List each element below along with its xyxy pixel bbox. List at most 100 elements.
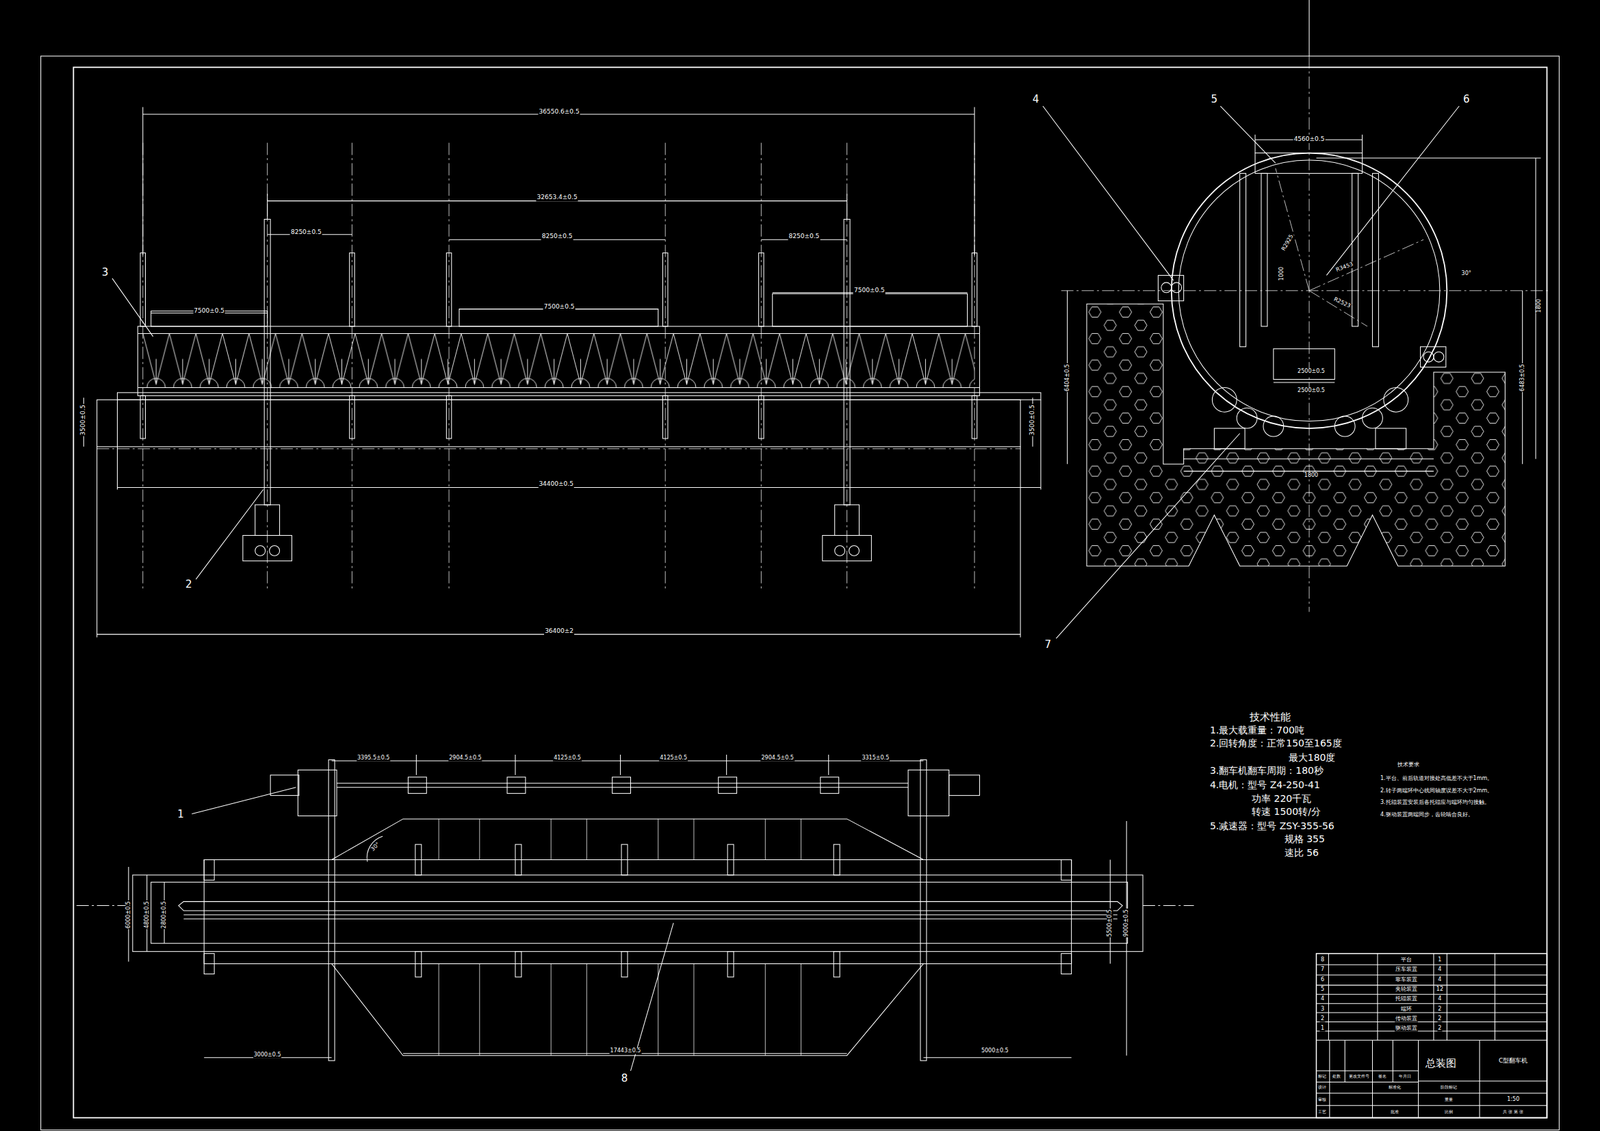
spec-text: 2.回转角度：正常150至165度	[1209, 738, 1343, 749]
spec-text: 4.电机：型号 Z4-250-41	[1209, 780, 1321, 791]
dimension-text: 2800±0.5	[161, 901, 168, 931]
spec-text: 规格 355	[1283, 834, 1326, 845]
title-block-cell: 阶段标记	[1439, 1085, 1458, 1091]
dimension-text: 5500±0.5	[1107, 909, 1114, 939]
dimension-text: 4800±0.5	[143, 901, 150, 931]
note-text: 4.驱动装置两端同步，齿轮啮合良好。	[1379, 812, 1475, 819]
callout-number: 5	[1210, 93, 1219, 105]
dimension-text: R2523	[1331, 296, 1352, 311]
dimension-text: 9000±0.5	[1123, 909, 1130, 939]
title-block-cell: 传动装置	[1394, 1016, 1418, 1023]
spec-text: 最大180度	[1287, 752, 1337, 764]
spec-text: 5.减速器：型号 ZSY-355-56	[1209, 821, 1336, 832]
title-block-cell: 驱动装置	[1394, 1025, 1418, 1032]
title-block-cell: 12	[1435, 986, 1444, 993]
spec-text: 3.翻车机翻车周期：180秒	[1209, 766, 1325, 777]
title-block-cell: 托辊装置	[1394, 996, 1418, 1003]
dimension-text: R3453	[1335, 261, 1356, 274]
title-block-cell: 年月日	[1398, 1074, 1412, 1080]
title-block-cell: 4	[1437, 966, 1442, 974]
title-block-cell: 6	[1320, 976, 1325, 983]
dimension-text: 1000	[1278, 265, 1285, 281]
title-block-cell: 重量	[1443, 1097, 1454, 1103]
title-block-cell: 4	[1320, 996, 1325, 1003]
dimension-text: 6000±0.5	[125, 901, 132, 931]
spec-text: 技术性能	[1248, 711, 1292, 724]
title-block-cell: 端环	[1400, 1005, 1413, 1013]
title-block-cell: 标记	[1317, 1074, 1327, 1080]
dimension-text: 6483±0.5	[1519, 363, 1526, 393]
dimension-text: 30°	[1461, 270, 1473, 277]
title-block-cell: 设计	[1317, 1085, 1327, 1091]
title-block-cell: 7	[1320, 966, 1325, 974]
title-block-cell: 处数	[1331, 1074, 1342, 1080]
title-block-cell: 审核	[1317, 1097, 1327, 1103]
dimension-text: 3000±0.5	[253, 1051, 282, 1058]
spec-text: 1.最大载重量：700吨	[1209, 725, 1306, 736]
dimension-text: 7500±0.5	[192, 307, 226, 315]
dimension-text: 6404±0.5	[1064, 363, 1071, 393]
dimension-text: 36400±2	[544, 628, 575, 636]
dimension-text: 34400±0.5	[537, 481, 574, 488]
title-block-cell: 1	[1320, 1025, 1325, 1032]
dimension-text: 3500±0.5	[80, 404, 87, 437]
title-block-cell: 签名	[1377, 1074, 1388, 1080]
title-block-cell: 压车装置	[1394, 966, 1418, 974]
dimension-text: 4560±0.5	[1293, 136, 1326, 144]
dimension-text: 1800	[1535, 298, 1542, 314]
title-block-cell: 4	[1437, 976, 1442, 983]
title-block-cell: 1	[1437, 957, 1442, 964]
title-block-cell: 更改文件号	[1348, 1074, 1371, 1080]
dimension-text: 8250±0.5	[788, 233, 821, 241]
callout-number: 8	[620, 1073, 629, 1085]
dimension-text: 8250±0.5	[541, 233, 574, 241]
title-block-cell: 平台	[1400, 957, 1413, 964]
callout-number: 1	[176, 808, 185, 821]
dimension-text: 3500±0.5	[1029, 404, 1037, 437]
dimension-text: 7500±0.5	[853, 287, 886, 295]
dimension-text: R2925	[1280, 233, 1296, 254]
spec-text: 功率 220千瓦	[1250, 793, 1312, 805]
dimension-text: 2904.5±0.5	[448, 754, 482, 761]
title-block-cell: 4	[1437, 996, 1442, 1003]
dimension-text: 17443±0.5	[609, 1047, 642, 1054]
dimension-text: 32653.4±0.5	[536, 194, 579, 202]
dimension-text: 4125±0.5	[552, 754, 582, 761]
spec-text: 速比 56	[1283, 847, 1320, 859]
title-block-cell: C型翻车机	[1498, 1057, 1529, 1065]
title-block-cell: 工艺	[1317, 1110, 1327, 1115]
title-block-cell: 8	[1320, 957, 1325, 964]
dimension-text: 2500±0.5	[1296, 388, 1326, 395]
title-block-cell: 夹轮装置	[1394, 986, 1418, 993]
note-text: 2.转子两端环中心线同轴度误差不大于2mm。	[1379, 787, 1494, 794]
title-block-cell: 2	[1437, 1005, 1442, 1013]
dimension-text: 2500±0.5	[1296, 368, 1326, 375]
dimension-text: 3315±0.5	[860, 754, 890, 761]
dimension-text: 7500±0.5	[543, 303, 576, 311]
dimension-text: 2904.5±0.5	[760, 754, 794, 761]
callout-number: 4	[1031, 93, 1041, 105]
title-block-cell: 批准	[1389, 1110, 1400, 1115]
callout-number: 2	[184, 578, 193, 591]
note-text: 3.托辊装置安装后各托辊应与端环均匀接触。	[1379, 800, 1491, 807]
title-block-cell: 标准化	[1387, 1085, 1402, 1091]
dimension-text: 1800	[1303, 472, 1319, 479]
dimension-text: 36550.6±0.5	[538, 108, 581, 116]
title-block-cell: 2	[1437, 1016, 1442, 1023]
callout-number: 6	[1462, 93, 1471, 105]
note-text: 1.平台、前后轨道对接处高低差不大于1mm。	[1379, 775, 1494, 782]
callout-number: 3	[101, 266, 110, 279]
dimension-text: 3395.5±0.5	[356, 754, 391, 761]
title-block-cell: 2	[1437, 1025, 1442, 1032]
spec-text: 转速 1500转/分	[1250, 806, 1322, 818]
title-block-cell: 靠车装置	[1394, 976, 1418, 983]
title-block-cell: 3	[1320, 1005, 1325, 1013]
note-text: 技术要求	[1396, 762, 1421, 769]
title-block-cell: 比例	[1443, 1110, 1454, 1115]
dimension-text: 8250±0.5	[290, 229, 323, 237]
title-block-cell: 2	[1320, 1016, 1325, 1023]
callout-number: 7	[1044, 639, 1053, 651]
title-block-cell: 1:50	[1506, 1097, 1520, 1104]
dimension-text: 5000±0.5	[980, 1047, 1010, 1054]
